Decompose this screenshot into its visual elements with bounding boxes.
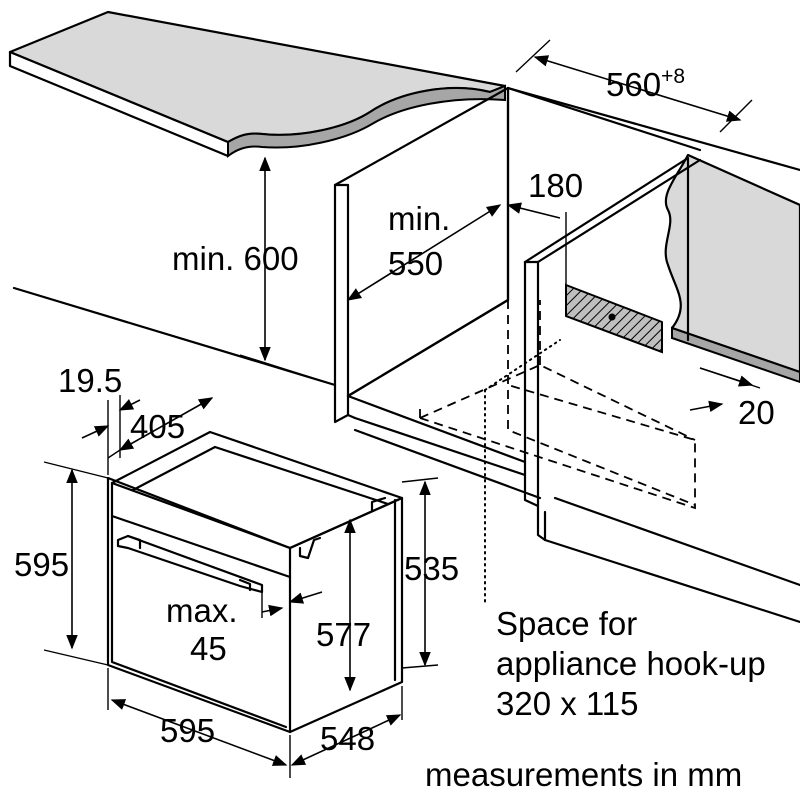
- note-hookup-line1: Space for: [496, 605, 637, 642]
- label-body-height: 535: [404, 550, 459, 587]
- dim-rear-gap: [506, 202, 567, 290]
- dim-min-height: [239, 156, 336, 386]
- dim-body-depth: [290, 686, 403, 766]
- label-handle-depth: 405: [130, 408, 185, 445]
- dim-side-gap: [689, 367, 761, 413]
- dim-door-offset: [81, 395, 214, 475]
- cabinet-niche: [12, 86, 800, 624]
- label-min-depth-prefix: min.: [388, 200, 450, 237]
- note-hookup-line2: appliance hook-up: [496, 645, 766, 682]
- oven-side: [288, 496, 404, 734]
- hookup-hatch: [565, 283, 663, 354]
- countertop-front-edge: [9, 51, 506, 158]
- countertop-right: [664, 153, 800, 384]
- label-side-gap: 20: [738, 394, 775, 431]
- label-cabinet-width: 560+8: [606, 65, 685, 103]
- label-inner-height: 577: [316, 616, 371, 653]
- dim-front-height: [43, 461, 109, 666]
- dim-cabinet-width: [515, 39, 753, 133]
- note-hookup-line3: 320 x 115: [496, 685, 639, 722]
- label-rear-gap: 180: [528, 167, 583, 204]
- label-front-height: 595: [14, 546, 69, 583]
- dim-min-depth: [346, 204, 502, 301]
- dim-handle-max: [261, 591, 323, 618]
- dim-body-height: [401, 477, 439, 669]
- countertop-right-surface: [664, 153, 800, 374]
- note-units: measurements in mm: [425, 756, 742, 793]
- label-handle-max-value: 45: [190, 630, 227, 667]
- oven: [106, 430, 404, 734]
- socket-dot: [608, 313, 616, 321]
- label-handle-max-prefix: max.: [166, 592, 238, 629]
- hookup-space-outline: [419, 300, 696, 510]
- cabinet-right-panel: [523, 156, 690, 342]
- countertop-top-surface: [8, 10, 507, 144]
- countertop: [8, 10, 507, 158]
- label-front-width: 595: [160, 712, 215, 749]
- label-min-height: min. 600: [172, 240, 299, 277]
- label-body-depth: 548: [320, 720, 375, 757]
- dim-front-width: [107, 668, 291, 778]
- label-door-offset: 19.5: [58, 362, 122, 399]
- countertop-right-edge: [671, 326, 800, 384]
- label-min-depth-value: 550: [388, 245, 443, 282]
